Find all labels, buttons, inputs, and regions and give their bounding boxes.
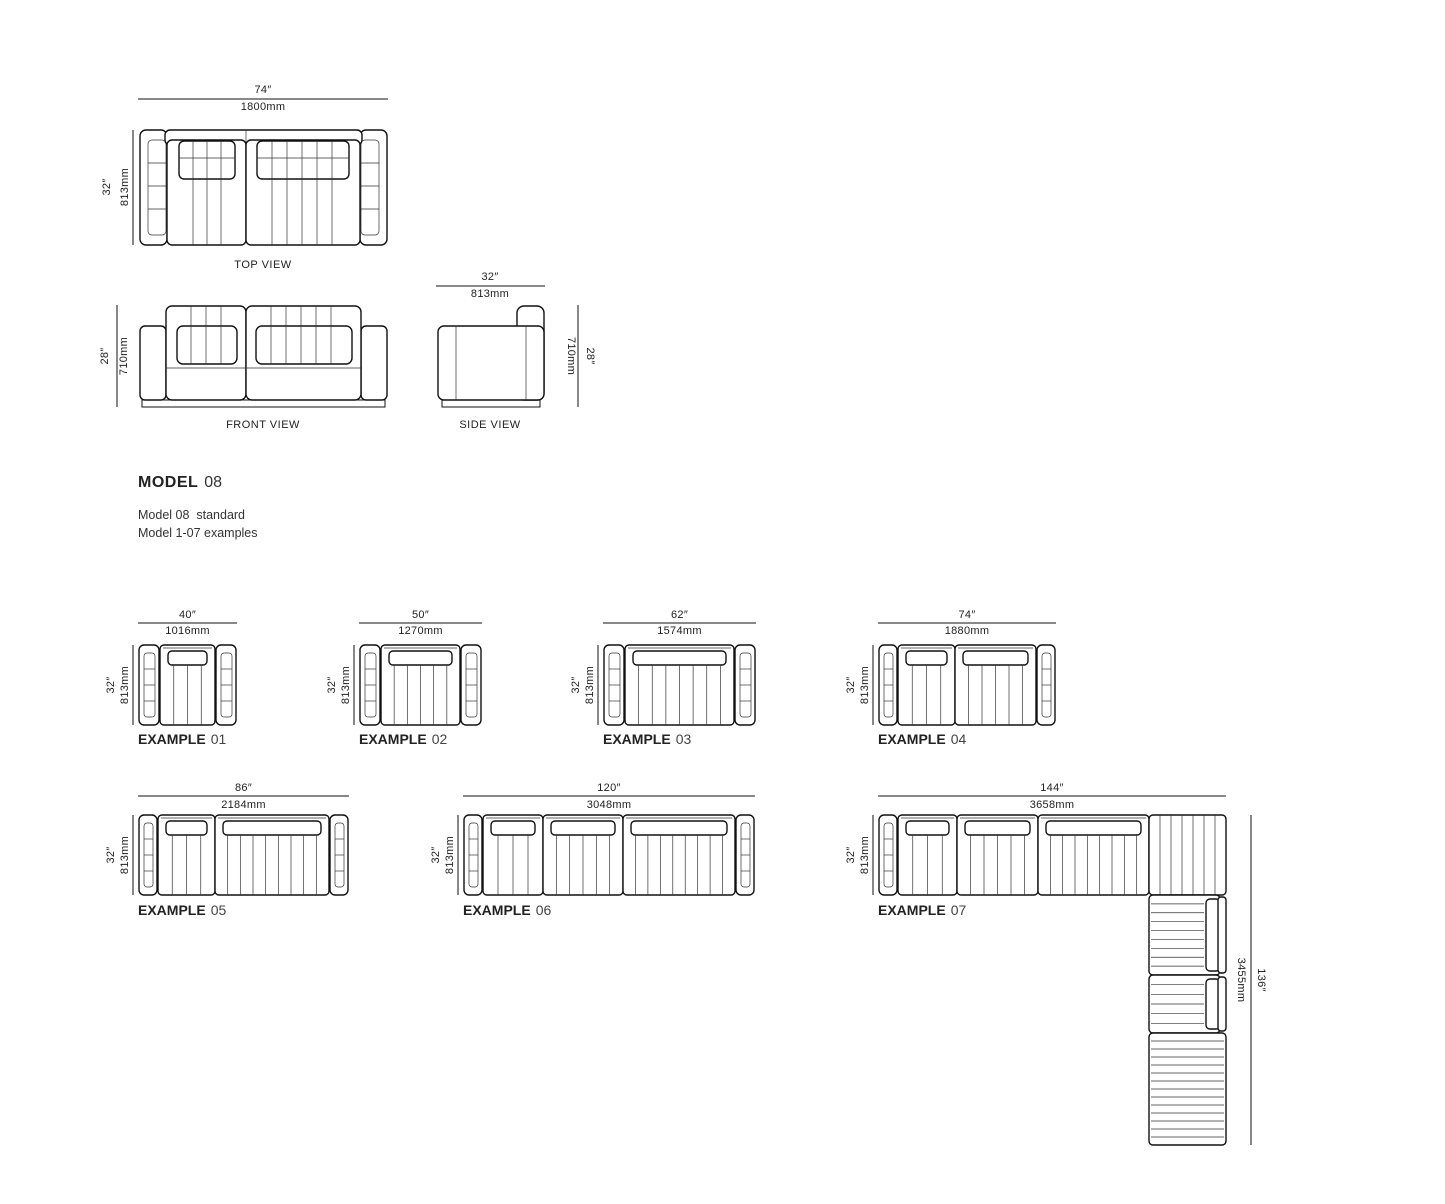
example-04-width-in: 74″ xyxy=(958,609,975,621)
example-drawings xyxy=(138,644,1227,1146)
example-01-sofa xyxy=(138,644,237,726)
top-view: 74″ 1800mm 32″ 813mm xyxy=(101,84,388,271)
example-05-width-mm: 2184mm xyxy=(221,799,266,811)
example-04-width-mm: 1880mm xyxy=(945,625,990,637)
front-height-in: 28″ xyxy=(99,347,111,364)
top-width-in: 74″ xyxy=(254,84,271,96)
model-desc-line-2: Model 1-07 examples xyxy=(138,526,258,540)
example-05-sofa xyxy=(138,814,349,896)
side-width-mm: 813mm xyxy=(471,288,509,300)
example-04-depth-in: 32″ xyxy=(845,676,857,693)
side-view-caption: SIDE VIEW xyxy=(459,419,520,431)
top-view-caption: TOP VIEW xyxy=(234,259,292,271)
example-02-depth-mm: 813mm xyxy=(340,666,352,704)
example-05-depth-in: 32″ xyxy=(105,846,117,863)
example-03-width-mm: 1574mm xyxy=(657,625,702,637)
example-02-width-mm: 1270mm xyxy=(398,625,443,637)
example-02-depth-in: 32″ xyxy=(326,676,338,693)
example-02-width-in: 50″ xyxy=(412,609,429,621)
side-height-mm: 710mm xyxy=(565,337,577,375)
example-03-width-in: 62″ xyxy=(671,609,688,621)
example-06-sofa xyxy=(463,814,755,896)
example-07-chaise xyxy=(1148,894,1227,1146)
example-04-sofa xyxy=(878,644,1056,726)
example-07-length-mm: 3455mm xyxy=(1235,958,1247,1003)
example-07-depth-mm: 813mm xyxy=(859,836,871,874)
front-height-mm: 710mm xyxy=(118,337,130,375)
model-title: MODEL 08 xyxy=(138,474,222,492)
example-01-width-mm: 1016mm xyxy=(165,625,210,637)
example-03-depth-in: 32″ xyxy=(570,676,582,693)
example-06-width-mm: 3048mm xyxy=(587,799,632,811)
top-view-sofa xyxy=(139,129,388,246)
model-number: 08 xyxy=(204,474,223,491)
example-01-width-in: 40″ xyxy=(179,609,196,621)
example-05-width-in: 86″ xyxy=(235,782,252,794)
example-07-width-mm: 3658mm xyxy=(1030,799,1075,811)
example-03-sofa xyxy=(603,644,756,726)
model-label: MODEL xyxy=(138,474,199,491)
example-dimensions: 40″1016mm32″813mm50″1270mm32″813mm62″157… xyxy=(105,609,1226,895)
example-07-length-in: 136″ xyxy=(1255,968,1267,991)
front-view: 28″ 710mm FRONT VIEW xyxy=(99,305,388,431)
example-04-depth-mm: 813mm xyxy=(859,666,871,704)
side-width-in: 32″ xyxy=(481,271,498,283)
example-03-depth-mm: 813mm xyxy=(584,666,596,704)
example-07-sofa xyxy=(878,814,1227,1146)
side-height-in: 28″ xyxy=(584,347,596,364)
top-width-mm: 1800mm xyxy=(241,101,286,113)
example-07-length-dimension: 3455mm 136″ xyxy=(1235,815,1267,1145)
side-view: 32″ 813mm 710mm 28″ SIDE VIEW xyxy=(436,271,596,431)
example-06-depth-mm: 813mm xyxy=(444,836,456,874)
example-01-depth-in: 32″ xyxy=(105,676,117,693)
example-07-depth-in: 32″ xyxy=(845,846,857,863)
example-06-width-in: 120″ xyxy=(597,782,620,794)
side-view-sofa xyxy=(437,305,545,408)
top-depth-mm: 813mm xyxy=(119,168,131,206)
example-07-width-in: 144″ xyxy=(1040,782,1063,794)
front-view-sofa xyxy=(139,305,388,408)
example-02-sofa xyxy=(359,644,482,726)
example-06-depth-in: 32″ xyxy=(430,846,442,863)
model-description: Model 08 standard Model 1-07 examples xyxy=(138,506,258,542)
top-depth-in: 32″ xyxy=(101,178,113,195)
example-01-depth-mm: 813mm xyxy=(119,666,131,704)
model-desc-line-1: Model 08 standard xyxy=(138,508,246,522)
example-05-depth-mm: 813mm xyxy=(119,836,131,874)
front-view-caption: FRONT VIEW xyxy=(226,419,300,431)
